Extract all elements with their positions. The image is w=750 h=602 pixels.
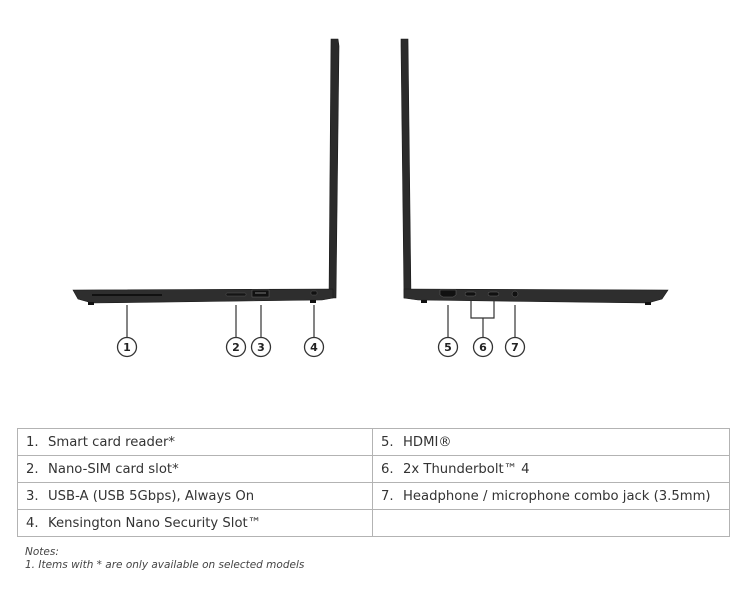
item-number: 7. bbox=[381, 488, 394, 504]
callout-5-label: 5 bbox=[444, 341, 452, 354]
right-view-lid bbox=[400, 38, 412, 299]
item-label: 2x Thunderbolt™ 4 bbox=[403, 461, 530, 477]
callout-1: 1 bbox=[116, 336, 138, 358]
notes-title: Notes: bbox=[25, 546, 59, 558]
item-number: 2. bbox=[26, 461, 39, 477]
callout-4-label: 4 bbox=[310, 341, 318, 354]
right-side-view: 5 6 7 bbox=[400, 38, 669, 358]
callout-6: 6 bbox=[472, 336, 494, 358]
left-view-lid bbox=[328, 38, 340, 299]
item-label: Smart card reader* bbox=[48, 434, 175, 450]
left-side-view: 1 2 3 4 bbox=[72, 38, 340, 358]
smart-card-slot-icon bbox=[92, 294, 162, 296]
nano-sim-slot-icon bbox=[225, 292, 247, 297]
audio-jack-icon bbox=[511, 290, 519, 298]
table-row: 1. Smart card reader* 5. HDMI® bbox=[17, 428, 730, 456]
table-cell: 5. HDMI® bbox=[372, 428, 730, 456]
table-cell bbox=[372, 509, 730, 537]
callout-7: 7 bbox=[504, 336, 526, 358]
callout-3-label: 3 bbox=[257, 341, 265, 354]
hdmi-port-icon bbox=[439, 289, 457, 298]
left-view-foot-rear bbox=[310, 300, 316, 303]
callout-4: 4 bbox=[303, 336, 325, 358]
table-cell: 6. 2x Thunderbolt™ 4 bbox=[372, 455, 730, 483]
laptop-side-views-figure: 1 2 3 4 bbox=[72, 38, 669, 358]
table-cell: 7. Headphone / microphone combo jack (3.5… bbox=[372, 482, 730, 510]
notes: Notes: 1. Items with * are only availabl… bbox=[25, 546, 304, 572]
callout-leader-6 bbox=[470, 301, 495, 337]
item-label: Headphone / microphone combo jack (3.5mm… bbox=[403, 488, 711, 504]
item-label: Nano-SIM card slot* bbox=[48, 461, 179, 477]
callout-6-label: 6 bbox=[479, 341, 487, 354]
table-cell: 2. Nano-SIM card slot* bbox=[17, 455, 373, 483]
callout-5: 5 bbox=[437, 336, 459, 358]
table-row: 4. Kensington Nano Security Slot™ bbox=[17, 509, 730, 537]
callout-2-label: 2 bbox=[232, 341, 240, 354]
callout-1-label: 1 bbox=[123, 341, 131, 354]
item-label: HDMI® bbox=[403, 434, 452, 450]
item-number: 4. bbox=[26, 515, 39, 531]
callout-3: 3 bbox=[250, 336, 272, 358]
table-row: 2. Nano-SIM card slot* 6. 2x Thunderbolt™ … bbox=[17, 455, 730, 483]
ports-table: 1. Smart card reader* 5. HDMI® 2. Nano-SIM … bbox=[17, 428, 730, 537]
callout-7-label: 7 bbox=[511, 341, 519, 354]
item-number: 1. bbox=[26, 434, 39, 450]
item-label: USB-A (USB 5Gbps), Always On bbox=[48, 488, 255, 504]
table-cell: 1. Smart card reader* bbox=[17, 428, 373, 456]
table-row: 3. USB-A (USB 5Gbps), Always On 7. Headpho… bbox=[17, 482, 730, 510]
table-cell: 3. USB-A (USB 5Gbps), Always On bbox=[17, 482, 373, 510]
left-view-foot-front bbox=[88, 302, 94, 305]
item-number: 3. bbox=[26, 488, 39, 504]
right-view-foot-front bbox=[645, 302, 651, 305]
thunderbolt-port-2-icon bbox=[487, 291, 500, 297]
right-view-foot-rear bbox=[421, 300, 427, 303]
thunderbolt-port-1-icon bbox=[464, 291, 477, 297]
item-label: Kensington Nano Security Slot™ bbox=[48, 515, 261, 531]
notes-line: 1. Items with * are only available on se… bbox=[25, 559, 305, 571]
callout-2: 2 bbox=[225, 336, 247, 358]
table-cell: 4. Kensington Nano Security Slot™ bbox=[17, 509, 373, 537]
item-number: 5. bbox=[381, 434, 394, 450]
item-number: 6. bbox=[381, 461, 394, 477]
kensington-slot-icon bbox=[310, 290, 318, 296]
